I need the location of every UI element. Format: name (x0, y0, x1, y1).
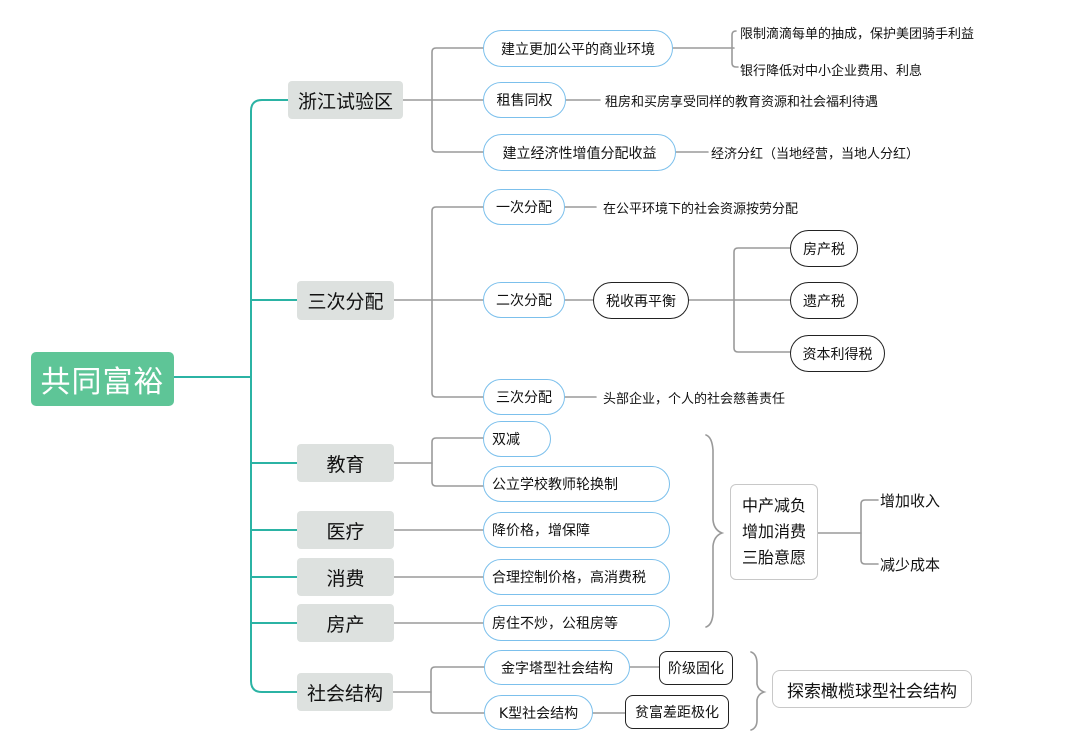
branch-label: 医疗 (326, 520, 365, 543)
detail-didi: 限制滴滴每单的抽成，保护美团骑手利益 (740, 22, 974, 42)
result-wealth-polarization[interactable]: 贫富差距极化 (625, 695, 729, 729)
detail-rent: 租房和买房享受同样的教育资源和社会福利待遇 (605, 90, 878, 110)
branch-consumption[interactable]: 消费 (297, 558, 394, 596)
result-class-solidification[interactable]: 阶级固化 (659, 651, 733, 685)
detail-bank: 银行降低对中小企业费用、利息 (740, 59, 922, 79)
branch-label: 三次分配 (307, 291, 384, 313)
tax-capital-gains[interactable]: 资本利得税 (790, 335, 885, 372)
branch-label: 房产 (326, 613, 365, 636)
outcome-text: 增加收入 (880, 491, 941, 510)
topic-label: 公立学校教师轮换制 (492, 477, 618, 493)
tax-property[interactable]: 房产税 (790, 230, 858, 267)
tax-rebalance-node[interactable]: 税收再平衡 (593, 282, 689, 319)
summary-box[interactable]: 中产减负 增加消费 三胎意愿 (730, 484, 818, 580)
summary-line: 增加消费 (741, 522, 806, 541)
detail-first: 在公平环境下的社会资源按劳分配 (603, 197, 798, 217)
topic-housing-policy[interactable]: 房住不炒，公租房等 (483, 605, 670, 641)
topic-pyramid-structure[interactable]: 金字塔型社会结构 (484, 650, 630, 685)
branch-distribution[interactable]: 三次分配 (297, 281, 394, 320)
detail-text: 头部企业，个人的社会慈善责任 (603, 391, 786, 407)
topic-first-distribution[interactable]: 一次分配 (483, 189, 565, 225)
tax-label: 遗产税 (803, 293, 845, 310)
detail-text: 租房和买房享受同样的教育资源和社会福利待遇 (605, 94, 879, 110)
branch-label: 教育 (326, 453, 365, 476)
topic-k-structure[interactable]: K型社会结构 (484, 695, 593, 730)
topic-label: 二次分配 (496, 293, 552, 309)
branch-social-structure[interactable]: 社会结构 (297, 673, 393, 711)
topic-medical-price[interactable]: 降价格，增保障 (483, 512, 670, 548)
topic-fair-business[interactable]: 建立更加公平的商业环境 (483, 30, 673, 67)
branch-zhejiang[interactable]: 浙江试验区 (288, 81, 403, 119)
topic-label: 双减 (492, 432, 520, 448)
detail-text: 经济分红（当地经营，当地人分红） (711, 146, 920, 162)
trunk-connectors (173, 99, 298, 693)
result-label: 阶级固化 (668, 661, 724, 677)
topic-consumption-tax[interactable]: 合理控制价格，高消费税 (483, 559, 670, 595)
topic-third-distribution[interactable]: 三次分配 (483, 379, 565, 415)
detail-text: 银行降低对中小企业费用、利息 (740, 63, 923, 79)
topic-label: K型社会结构 (498, 705, 579, 722)
topic-label: 租售同权 (496, 93, 553, 109)
topic-second-distribution[interactable]: 二次分配 (483, 282, 565, 318)
result-label: 贫富差距极化 (635, 705, 719, 721)
topic-label: 房住不炒，公租房等 (492, 616, 618, 632)
summary-line: 中产减负 (741, 496, 806, 515)
root-label: 共同富裕 (40, 365, 165, 400)
topic-value-added[interactable]: 建立经济性增值分配收益 (483, 134, 676, 171)
topic-double-reduction[interactable]: 双减 (483, 421, 551, 457)
tax-label: 房产税 (803, 241, 845, 258)
topic-label: 建立更加公平的商业环境 (501, 41, 655, 58)
topic-label: 降价格，增保障 (492, 523, 590, 539)
topic-label: 一次分配 (496, 200, 552, 216)
topic-rent-sale[interactable]: 租售同权 (483, 82, 566, 118)
topic-label: 合理控制价格，高消费税 (492, 570, 646, 586)
detail-text: 在公平环境下的社会资源按劳分配 (603, 201, 799, 217)
outcome-text: 减少成本 (880, 555, 941, 574)
detail-text: 限制滴滴每单的抽成，保护美团骑手利益 (740, 26, 975, 42)
branch-connectors (392, 30, 879, 731)
topic-label: 三次分配 (496, 390, 552, 406)
branch-medical[interactable]: 医疗 (297, 511, 394, 549)
root-node[interactable]: 共同富裕 (31, 352, 174, 406)
olive-structure-summary[interactable]: 探索橄榄球型社会结构 (772, 670, 972, 708)
tax-label: 资本利得税 (802, 346, 873, 363)
outcome-increase-income: 增加收入 (880, 488, 940, 512)
topic-teacher-rotation[interactable]: 公立学校教师轮换制 (483, 466, 670, 502)
topic-label: 税收再平衡 (606, 293, 676, 310)
summary-line: 三胎意愿 (741, 548, 806, 567)
branch-housing[interactable]: 房产 (297, 604, 394, 642)
branch-label: 社会结构 (306, 682, 383, 705)
branch-label: 浙江试验区 (297, 90, 393, 113)
tax-inheritance[interactable]: 遗产税 (790, 282, 858, 319)
topic-label: 金字塔型社会结构 (501, 660, 613, 677)
summary-label: 探索橄榄球型社会结构 (787, 681, 957, 702)
branch-label: 消费 (326, 567, 365, 590)
outcome-reduce-cost: 减少成本 (880, 552, 940, 576)
branch-education[interactable]: 教育 (297, 444, 394, 482)
detail-dividend: 经济分红（当地经营，当地人分红） (711, 142, 919, 162)
detail-third: 头部企业，个人的社会慈善责任 (603, 387, 785, 407)
topic-label: 建立经济性增值分配收益 (502, 145, 657, 162)
